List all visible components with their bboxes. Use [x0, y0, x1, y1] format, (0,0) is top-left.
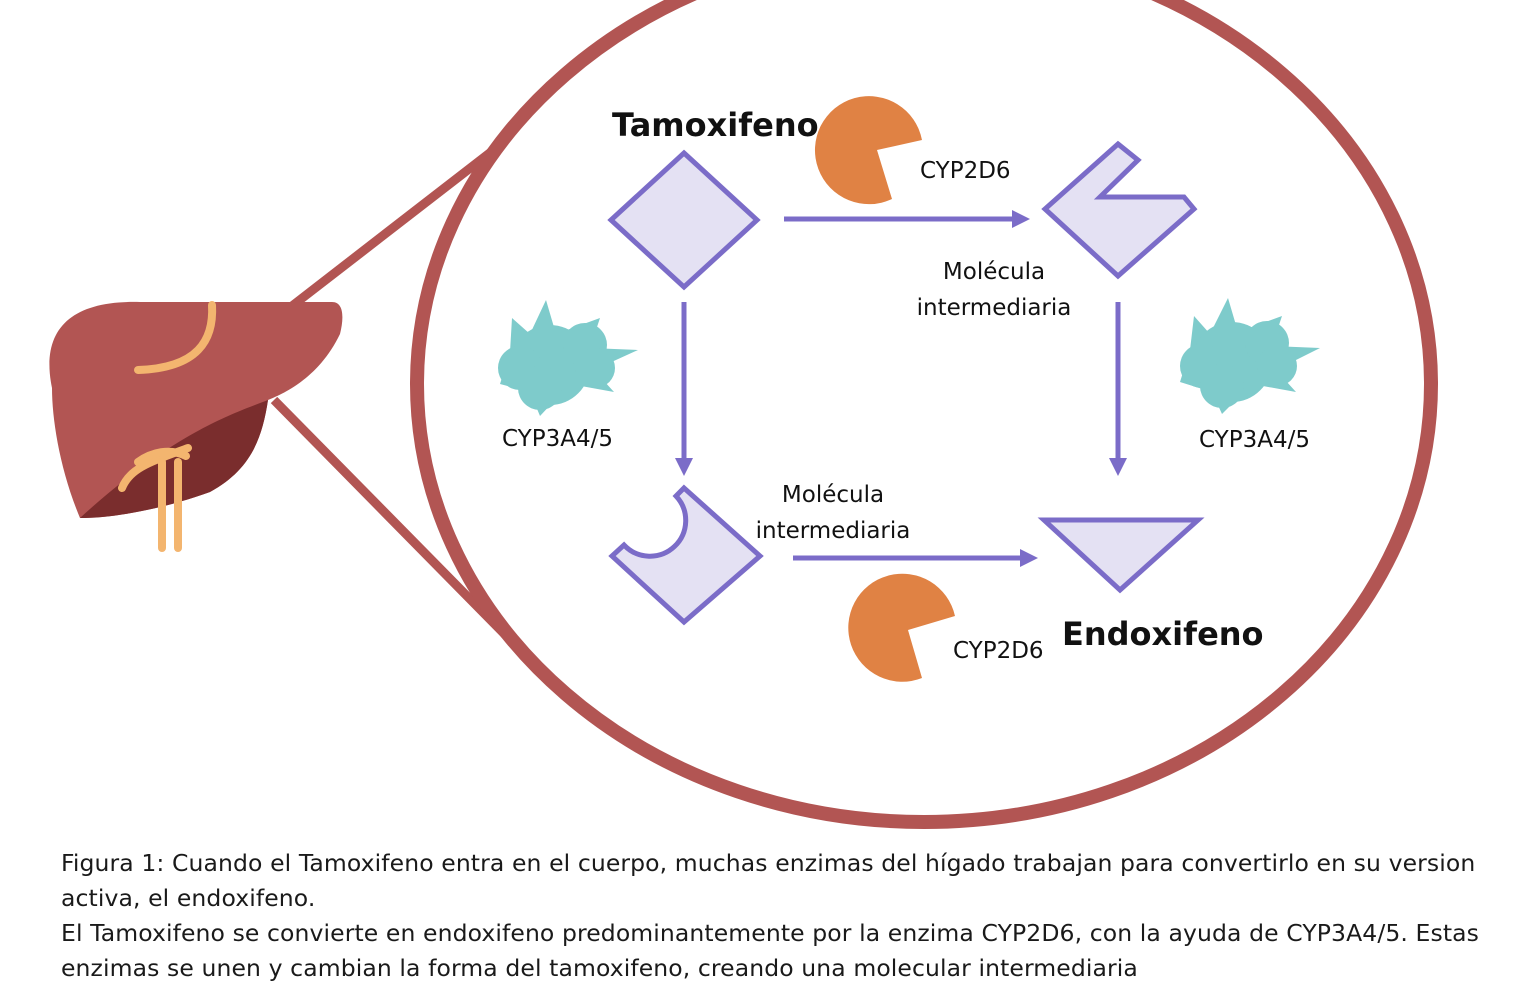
cyp3a45-enzyme-right-icon	[1180, 298, 1320, 414]
liver-icon	[49, 301, 343, 552]
figure-caption: Figura 1: Cuando el Tamoxifeno entra en …	[61, 846, 1481, 986]
cyp2d6-label-top: CYP2D6	[920, 158, 1011, 184]
cyp2d6-enzyme-bottom-icon	[848, 573, 955, 682]
intermediate-label-bottom-line2: intermediaria	[756, 518, 911, 544]
cyp2d6-enzyme-top-icon	[814, 96, 922, 205]
arrow-intermediate-bottom-to-endoxifen	[793, 549, 1038, 567]
caption-line-1: Figura 1: Cuando el Tamoxifeno entra en …	[61, 849, 1476, 912]
caption-line-2: El Tamoxifeno se convierte en endoxifeno…	[61, 919, 1479, 982]
tamoxifen-molecule	[607, 149, 761, 291]
cyp3a45-enzyme-left-icon	[498, 300, 638, 416]
intermediate-molecule-bottom	[608, 484, 764, 626]
tamoxifen-label: Tamoxifeno	[612, 106, 819, 144]
endoxifen-molecule	[1037, 517, 1205, 594]
endoxifen-label: Endoxifeno	[1062, 615, 1264, 653]
cyp2d6-label-bottom: CYP2D6	[953, 638, 1044, 664]
zoom-circle	[410, 0, 1438, 829]
arrow-tamoxifen-to-intermediate-bottom	[675, 302, 693, 476]
cyp3a45-label-left: CYP3A4/5	[502, 426, 613, 452]
arrow-intermediate-top-to-endoxifen	[1109, 302, 1127, 476]
intermediate-molecule-top	[1041, 140, 1198, 280]
arrow-tamoxifen-to-intermediate-top	[784, 210, 1030, 228]
intermediate-label-top-line2: intermediaria	[917, 295, 1072, 321]
cyp3a45-label-right: CYP3A4/5	[1199, 427, 1310, 453]
intermediate-label-top-line1: Molécula	[943, 259, 1045, 285]
intermediate-label-bottom-line1: Molécula	[782, 482, 884, 508]
